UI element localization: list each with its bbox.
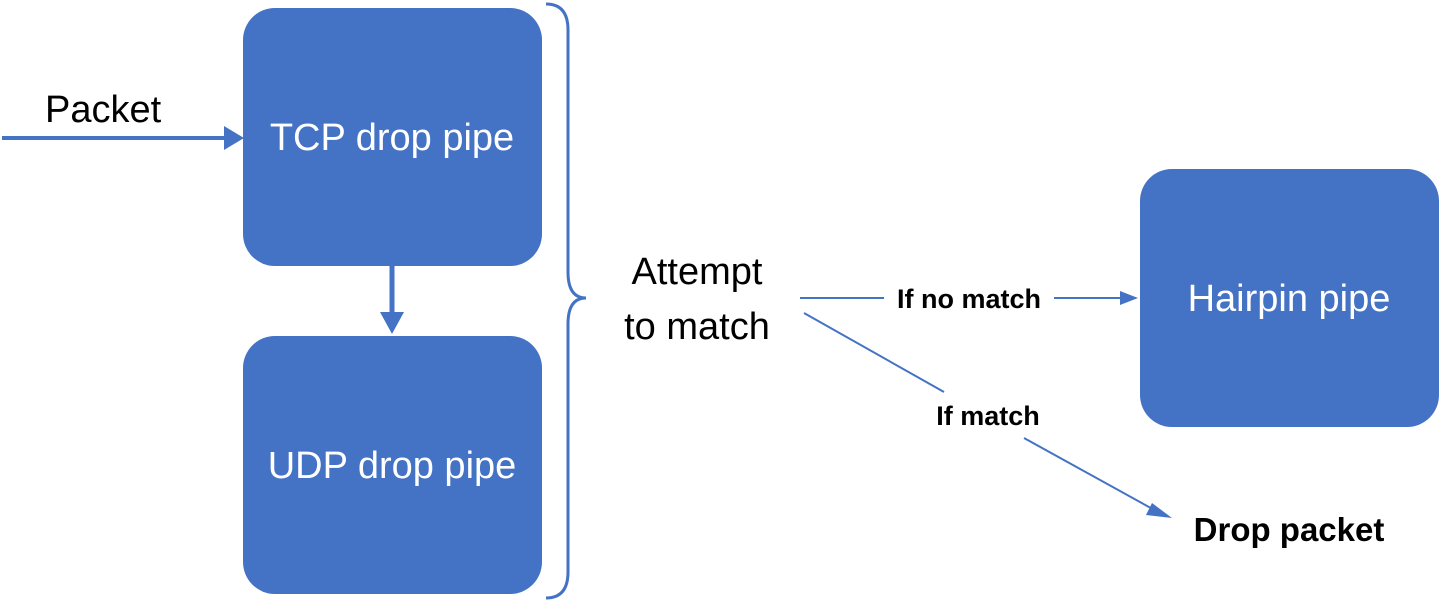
drop-packet-label: Drop packet (1194, 511, 1385, 548)
grouping-brace (545, 2, 587, 600)
attempt-to-match-line1: Attempt (632, 251, 763, 293)
packet-input-arrow (2, 126, 244, 150)
tcp-drop-pipe-box: TCP drop pipe (243, 8, 542, 266)
udp-drop-pipe-box: UDP drop pipe (243, 336, 542, 594)
hairpin-pipe-label: Hairpin pipe (1188, 278, 1391, 320)
tcp-to-udp-arrow (380, 266, 404, 334)
if-no-match-label: If no match (897, 284, 1041, 314)
match-connector (803, 312, 1172, 518)
udp-drop-pipe-label: UDP drop pipe (268, 445, 517, 487)
packet-label: Packet (45, 89, 162, 131)
if-match-label: If match (936, 401, 1040, 431)
hairpin-pipe-box: Hairpin pipe (1140, 169, 1439, 427)
no-match-connector (800, 291, 1138, 305)
tcp-drop-pipe-label: TCP drop pipe (270, 117, 514, 159)
attempt-to-match-line2: to match (624, 306, 770, 348)
